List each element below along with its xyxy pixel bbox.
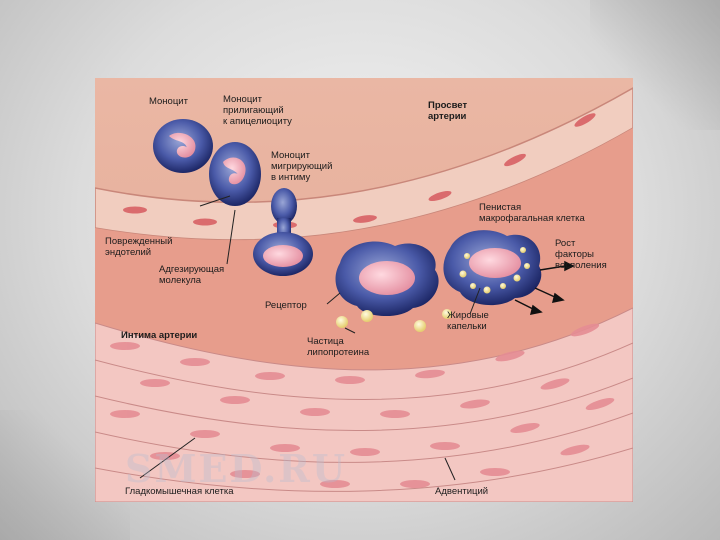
monocyte-adhering	[209, 142, 261, 206]
lipoprotein-particles	[336, 309, 452, 332]
label-growth-factors: Рост факторы восполения	[555, 238, 607, 271]
label-smooth-muscle: Гладкомышечная клетка	[125, 486, 234, 497]
label-monocyte: Моноцит	[149, 96, 188, 107]
label-pointers	[139, 195, 481, 481]
label-adhesion-molecule: Адгезирующая молекула	[159, 264, 225, 286]
label-fat-droplets: Жировые капельки	[447, 310, 489, 332]
label-lipoprotein: Частица липопротеина	[307, 336, 370, 358]
label-lumen: Просвет артерии	[428, 100, 468, 122]
watermark: SMED.RU	[125, 446, 348, 491]
label-receptor: Рецептор	[265, 300, 307, 311]
growth-factor-arrows	[514, 260, 575, 315]
label-intima: Интима артерии	[121, 330, 198, 341]
label-monocyte-adhering: Моноцит прилигающий к апицелиоциту	[223, 94, 292, 127]
smooth-muscle-nuclei	[110, 323, 615, 488]
endothelium-nuclei	[123, 113, 596, 229]
monocyte-migrating	[253, 188, 313, 276]
label-damaged-endothelium: Поврежденный эндотелий	[105, 236, 173, 258]
illustration-panel: SMED.RU Моноцит Моноцит прилигающий к ап…	[95, 78, 633, 502]
label-foam-cell: Пенистая макрофагальная клетка	[479, 202, 585, 224]
monocyte-free	[153, 119, 213, 173]
foam-cell	[443, 230, 542, 306]
artery-illustration	[95, 78, 633, 502]
label-adventitia: Адвентиций	[435, 486, 489, 497]
label-monocyte-migrating: Моноцит мигрирующий в интиму	[271, 150, 333, 183]
macrophage	[335, 241, 439, 317]
